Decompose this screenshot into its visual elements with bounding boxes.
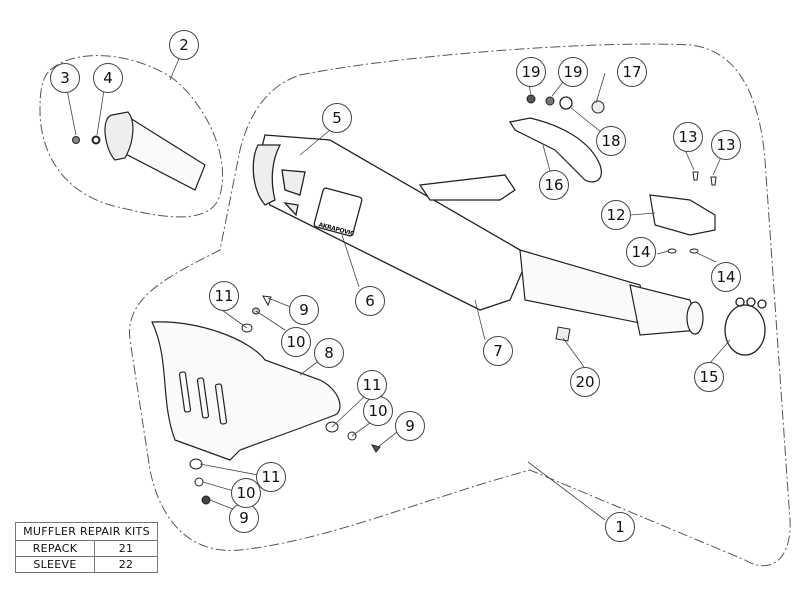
callout-10b: 10 bbox=[363, 396, 393, 426]
callout-12: 12 bbox=[601, 200, 631, 230]
callout-4: 4 bbox=[93, 63, 123, 93]
screw-13a bbox=[692, 171, 699, 181]
grommet-17 bbox=[591, 100, 605, 114]
nut-19b bbox=[545, 96, 555, 106]
clamp-15 bbox=[724, 297, 767, 356]
nut-19a bbox=[526, 94, 536, 104]
washer-14b bbox=[689, 248, 699, 254]
callout-11b: 11 bbox=[357, 370, 387, 400]
callout-16: 16 bbox=[539, 170, 569, 200]
nut-9c bbox=[201, 495, 211, 505]
callout-2: 2 bbox=[169, 30, 199, 60]
kit-number: 21 bbox=[94, 540, 158, 557]
repair-kits-table: MUFFLER REPAIR KITS REPACK 21 SLEEVE 22 bbox=[15, 522, 158, 573]
muffler bbox=[252, 134, 526, 311]
screw-13b bbox=[710, 176, 717, 186]
callout-3: 3 bbox=[50, 63, 80, 93]
group-outline-2 bbox=[39, 55, 224, 218]
callout-19a: 19 bbox=[516, 57, 546, 87]
link-pipe bbox=[104, 111, 206, 191]
callout-9a: 9 bbox=[289, 295, 319, 325]
kit-name: SLEEVE bbox=[15, 556, 95, 573]
nut-20 bbox=[555, 326, 571, 342]
washer-14a bbox=[667, 248, 677, 254]
callout-8: 8 bbox=[314, 338, 344, 368]
callout-14a: 14 bbox=[626, 237, 656, 267]
callout-15: 15 bbox=[694, 362, 724, 392]
nut-3 bbox=[72, 136, 80, 144]
callout-11a: 11 bbox=[209, 281, 239, 311]
callout-20: 20 bbox=[570, 367, 600, 397]
end-cap-12 bbox=[649, 194, 716, 236]
callout-19b: 19 bbox=[558, 57, 588, 87]
mid-pipe bbox=[519, 249, 704, 336]
group-outline-1 bbox=[129, 43, 791, 567]
callout-18: 18 bbox=[596, 126, 626, 156]
callout-13b: 13 bbox=[711, 130, 741, 160]
washer-10c bbox=[194, 477, 204, 487]
bracket-16 bbox=[509, 117, 602, 183]
callout-17: 17 bbox=[617, 57, 647, 87]
callout-10a: 10 bbox=[281, 327, 311, 357]
repair-kits-title: MUFFLER REPAIR KITS bbox=[15, 522, 158, 541]
washer-18 bbox=[559, 96, 573, 110]
callout-9b: 9 bbox=[395, 411, 425, 441]
table-row: REPACK 21 bbox=[15, 540, 158, 557]
callout-11c: 11 bbox=[256, 462, 286, 492]
callout-6: 6 bbox=[355, 286, 385, 316]
callout-14b: 14 bbox=[711, 262, 741, 292]
screw-9a bbox=[262, 295, 272, 307]
kit-number: 22 bbox=[94, 556, 158, 573]
callout-7: 7 bbox=[483, 336, 513, 366]
kit-name: REPACK bbox=[15, 540, 95, 557]
table-row: SLEEVE 22 bbox=[15, 556, 158, 573]
akrapovic-logo-plate bbox=[313, 187, 363, 237]
callout-10c: 10 bbox=[231, 478, 261, 508]
callout-5: 5 bbox=[322, 103, 352, 133]
heat-shield bbox=[151, 321, 341, 461]
callout-13a: 13 bbox=[673, 122, 703, 152]
washer-4 bbox=[91, 135, 101, 145]
callout-1: 1 bbox=[605, 512, 635, 542]
